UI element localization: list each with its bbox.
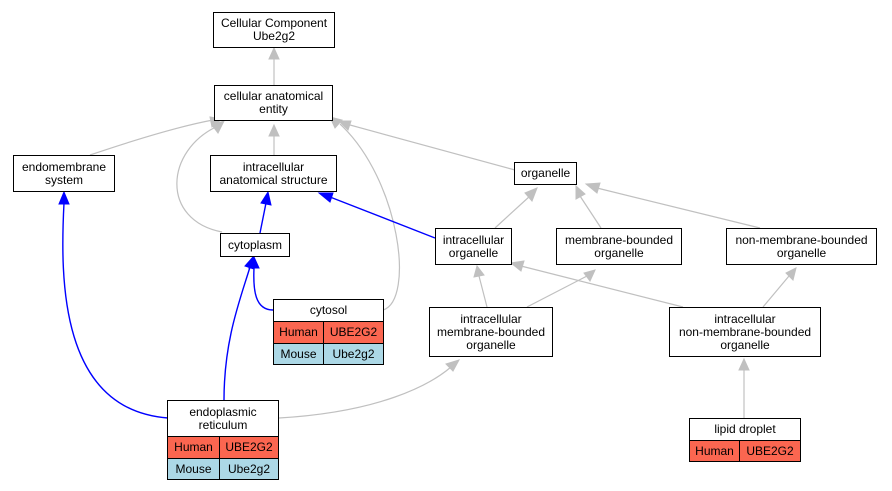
edge-cytosol-to-cae [339,123,400,311]
arrowhead-endomembrane-from-er [58,190,70,205]
node-intracellular-non-membrane-bounded-organelle[interactable]: intracellular non-membrane-bounded organ… [669,307,821,357]
node-intracellular-anatomical-structure[interactable]: intracellular anatomical structure [210,155,337,192]
arrowhead-cae-from-organelle [337,120,352,131]
arrowhead-organelle-from-mbo [575,184,586,200]
node-label: organelle [520,166,571,180]
gene-cell: UBE2G2 [746,443,794,458]
species-cell: Mouse [168,459,220,479]
edge-inmbo-to-io [520,265,684,308]
node-lipid-droplet[interactable]: lipid droplet Human UBE2G2 [689,418,801,462]
species-row-human: Human UBE2G2 [168,437,278,459]
arrowhead-inmbo-from-lipid [738,357,750,371]
node-label-line1: intracellular [714,311,776,326]
node-label-line1: intracellular [242,159,305,174]
edge-cytosol-to-cytoplasm [253,267,274,311]
node-organelle[interactable]: organelle [514,162,577,185]
node-label-line2: anatomical structure [219,172,328,187]
node-intracellular-membrane-bounded-organelle[interactable]: intracellular membrane-bounded organelle [429,307,553,357]
node-label-line2: Ube2g2 [252,29,296,43]
node-label-line2: entity [259,102,288,116]
node-label-line1: endoplasmic [189,404,257,419]
species-row-human: Human UBE2G2 [690,441,800,461]
node-label-line1: membrane-bounded [564,232,674,247]
node-label-line2: organelle [448,245,499,260]
node-label-line2: reticulum [198,417,248,432]
edge-io-to-ias [329,196,436,239]
node-non-membrane-bounded-organelle[interactable]: non-membrane-bounded organelle [726,228,877,265]
arrowhead-root [268,46,280,60]
node-label-line3: organelle [466,337,516,352]
species-cell: Human [690,441,740,461]
gene-cell: Ube2g2 [227,461,271,476]
arrowhead-cae-from-ias [268,123,280,137]
arrowhead-cae-from-cytosol [329,116,343,129]
arrowhead-cae-from-cytoplasm [211,120,225,134]
arrowhead-io-from-imbo [473,264,485,278]
edge-er-to-imbo [278,366,452,419]
node-endoplasmic-reticulum[interactable]: endoplasmic reticulum Human UBE2G2 Mouse… [167,400,279,480]
arrowhead-ias-from-io [317,192,334,203]
species-row-mouse: Mouse Ube2g2 [168,459,278,479]
node-label-line2: organelle [594,245,644,260]
node-label-line1: intracellular [442,232,505,247]
node-label-line3: organelle [720,337,770,352]
gene-cell: UBE2G2 [329,325,378,339]
arrowhead-imbo-from-er [445,359,461,372]
edge-inmbo-to-nmbo [762,275,790,308]
edge-imbo-to-io [478,275,488,308]
node-cellular-anatomical-entity[interactable]: cellular anatomical entity [214,85,333,121]
node-cytoplasm[interactable]: cytoplasm [220,233,290,257]
node-endomembrane-system[interactable]: endomembrane system [13,155,115,192]
arrowhead-organelle-from-nmbo [584,182,601,194]
species-cell: Human [168,437,220,458]
node-intracellular-organelle[interactable]: intracellular organelle [435,228,512,265]
arrowhead-organelle-from-io [524,187,538,202]
species-cell: Mouse [274,344,324,364]
edge-cytoplasm-to-cae [176,125,223,233]
edge-er-to-endomembrane [62,202,169,419]
node-label-line1: non-membrane-bounded [735,232,868,247]
node-label: lipid droplet [714,422,776,436]
node-label-line1: cellular anatomical [223,89,324,103]
node-title: endoplasmic reticulum [168,401,278,437]
node-label-line2: organelle [776,245,827,260]
node-label-line1: intracellular [460,311,522,326]
edge-er-to-cytoplasm [223,266,251,401]
edge-organelle-to-cae [349,124,516,171]
arrowhead-mbo-from-imbo [583,269,596,282]
node-label-line1: Cellular Component [220,16,328,30]
edge-mbo-to-organelle [579,195,602,229]
species-row-human: Human UBE2G2 [274,322,383,344]
node-label: cytosol [309,303,348,317]
node-membrane-bounded-organelle[interactable]: membrane-bounded organelle [556,228,682,265]
arrowhead-nmbo-from-inmbo [785,267,797,281]
species-cell: Human [274,322,324,343]
edge-nmbo-to-organelle [596,187,761,229]
edge-imbo-to-mbo [526,275,588,308]
species-row-mouse: Mouse Ube2g2 [274,344,383,364]
node-label-line2: non-membrane-bounded [678,324,812,339]
edge-endomembrane-to-cae [89,119,214,156]
arrowhead-ias-from-cytoplasm [260,190,272,206]
gene-cell: UBE2G2 [225,440,273,454]
node-label-line2: membrane-bounded [436,324,546,339]
node-label-line1: endomembrane [21,159,107,174]
arrowhead-io-from-inmbo [509,260,525,272]
node-label: cytoplasm [227,237,283,252]
gene-cell: Ube2g2 [332,346,375,361]
node-title: lipid droplet [690,419,800,441]
node-title: cytosol [274,300,383,322]
node-cellular-component-root[interactable]: Cellular Component Ube2g2 [213,12,335,48]
arrowhead-cytoplasm-from-cytosol [248,255,260,269]
edge-io-to-organelle [494,195,531,229]
node-cytosol[interactable]: cytosol Human UBE2G2 Mouse Ube2g2 [273,299,384,365]
edge-cytoplasm-to-ias [259,202,267,234]
node-label-line2: system [44,172,83,187]
